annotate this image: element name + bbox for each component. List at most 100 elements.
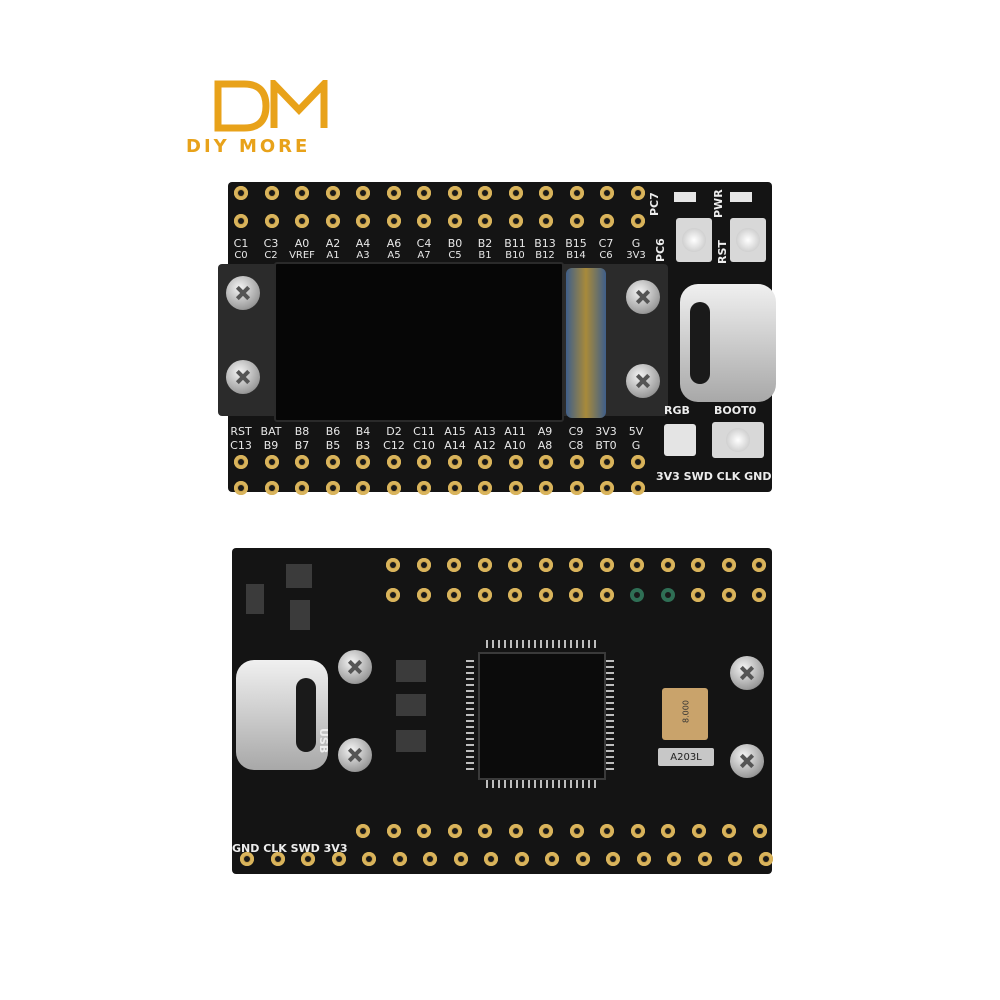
component bbox=[290, 600, 310, 630]
header-pad bbox=[417, 824, 431, 838]
header-pad bbox=[295, 481, 309, 495]
pin-label: G bbox=[631, 439, 641, 452]
header-pad bbox=[417, 455, 431, 469]
header-pad bbox=[539, 186, 553, 200]
header-pad bbox=[599, 588, 614, 602]
header-pad bbox=[234, 481, 248, 495]
led-pc7 bbox=[674, 192, 696, 202]
header-pad bbox=[264, 481, 279, 495]
pin-label: RST bbox=[230, 425, 252, 438]
pin-label: A5 bbox=[387, 250, 401, 261]
usb-c-port[interactable] bbox=[680, 284, 776, 402]
pc7-label: PC7 bbox=[648, 192, 661, 216]
screw-icon bbox=[730, 656, 764, 690]
header-pad bbox=[630, 455, 645, 469]
header-pad bbox=[508, 214, 523, 228]
header-pad bbox=[599, 558, 614, 572]
header-pad bbox=[514, 852, 529, 866]
pin-label: 3V3 bbox=[595, 425, 617, 438]
header-pad bbox=[264, 186, 279, 200]
header-pad bbox=[295, 214, 309, 228]
pin-label: B4 bbox=[355, 425, 371, 438]
boot0-label: BOOT0 bbox=[714, 404, 757, 417]
pin-label: C13 bbox=[230, 439, 252, 452]
header-pad bbox=[691, 824, 706, 838]
header-pad bbox=[630, 558, 644, 572]
pin-label: B9 bbox=[263, 439, 279, 452]
header-pad bbox=[264, 455, 279, 469]
header-pad bbox=[447, 588, 461, 602]
pin-label: D2 bbox=[386, 425, 402, 438]
pin-label: BAT bbox=[260, 425, 282, 438]
pin-label: A9 bbox=[537, 425, 553, 438]
header-pad bbox=[508, 455, 523, 469]
pin-label: B15 bbox=[565, 237, 587, 250]
header-pad bbox=[600, 455, 614, 469]
pin-label: A11 bbox=[504, 425, 526, 438]
header-pad bbox=[416, 558, 431, 572]
rgb-label: RGB bbox=[664, 404, 690, 417]
header-pad bbox=[264, 214, 279, 228]
pin-label: BT0 bbox=[595, 439, 617, 452]
pin-label: C9 bbox=[568, 425, 584, 438]
crystal bbox=[658, 748, 714, 766]
header-pad bbox=[484, 852, 498, 866]
header-pad bbox=[728, 852, 742, 866]
header-pad bbox=[752, 588, 766, 602]
pin-label: A13 bbox=[474, 425, 496, 438]
header-pad bbox=[447, 824, 462, 838]
header-pad bbox=[508, 824, 523, 838]
header-pad bbox=[606, 852, 620, 866]
bottom-debug-label: GND CLK SWD 3V3 bbox=[232, 842, 348, 855]
crystal-oscillator bbox=[662, 688, 708, 740]
mcu-pins bbox=[606, 660, 614, 770]
header-pad bbox=[386, 558, 400, 572]
pin-label: C0 bbox=[234, 250, 248, 261]
header-pad bbox=[386, 214, 401, 228]
regulator bbox=[396, 730, 426, 752]
pin-label: B6 bbox=[325, 425, 341, 438]
rgb-led bbox=[664, 424, 696, 456]
header-pad bbox=[325, 186, 340, 200]
header-pad bbox=[417, 214, 431, 228]
usb-c-port-bottom[interactable] bbox=[236, 660, 328, 770]
header-pad bbox=[356, 186, 370, 200]
header-pad bbox=[325, 481, 340, 495]
screw-icon bbox=[338, 650, 372, 684]
pin-label: A8 bbox=[537, 439, 553, 452]
lcd-screen bbox=[274, 262, 564, 422]
pin-label: B5 bbox=[325, 439, 341, 452]
pin-label: A15 bbox=[444, 425, 466, 438]
screw-icon bbox=[730, 744, 764, 778]
header-pad bbox=[569, 481, 584, 495]
header-pad bbox=[630, 186, 645, 200]
header-pad bbox=[538, 588, 553, 602]
rst-button-left[interactable] bbox=[676, 218, 712, 262]
header-pad bbox=[539, 455, 553, 469]
header-pad bbox=[478, 481, 492, 495]
header-pad bbox=[752, 824, 767, 838]
header-pad bbox=[569, 588, 583, 602]
header-pad bbox=[539, 481, 553, 495]
header-pad bbox=[721, 588, 736, 602]
boot0-button[interactable] bbox=[712, 422, 764, 458]
header-pad bbox=[386, 824, 401, 838]
header-pad bbox=[477, 588, 492, 602]
pin-label: A12 bbox=[474, 439, 496, 452]
pin-label: G bbox=[631, 237, 641, 250]
pin-label: B7 bbox=[294, 439, 310, 452]
debug-pins-label: 3V3 SWD CLK GND bbox=[656, 470, 772, 483]
pin-label: B3 bbox=[355, 439, 371, 452]
header-pad bbox=[508, 588, 522, 602]
header-pad bbox=[758, 852, 773, 866]
header-pad bbox=[447, 455, 462, 469]
header-pad bbox=[630, 481, 645, 495]
header-pad bbox=[453, 852, 468, 866]
pin-label: C8 bbox=[568, 439, 584, 452]
header-pad bbox=[325, 455, 340, 469]
pin-label: A2 bbox=[325, 237, 341, 250]
rst-button[interactable] bbox=[730, 218, 766, 262]
pin-label: C3 bbox=[263, 237, 279, 250]
pwr-label: PWR bbox=[712, 189, 725, 218]
component bbox=[286, 564, 312, 588]
